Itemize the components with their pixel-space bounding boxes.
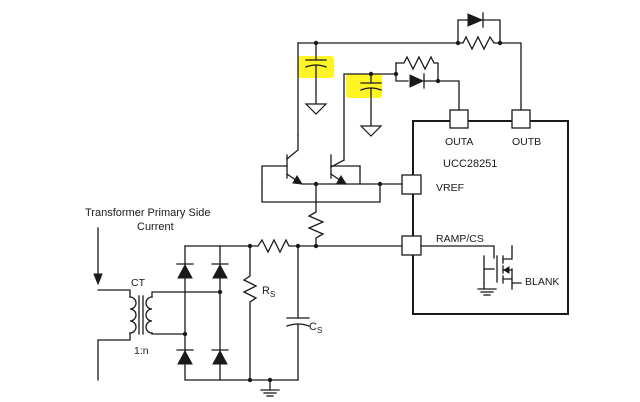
- diode-bridge-3: [177, 349, 193, 365]
- ct-label: CT: [131, 277, 146, 289]
- capacitor-left-to-ground: [304, 42, 328, 115]
- ic-ucc28251: UCC28251 OUTA OUTB VREF RAMP/CS BLANK: [412, 120, 569, 315]
- blank-label: BLANK: [525, 276, 559, 288]
- pin-box-outa: [449, 109, 469, 129]
- ground-left-top: [304, 103, 328, 115]
- diode-bridge-4: [212, 349, 228, 365]
- diode-bridge-2: [212, 263, 228, 279]
- ground-bottom: [260, 379, 280, 397]
- pin-label-outa: OUTA: [445, 136, 473, 148]
- capacitor-highlight-right: [346, 74, 382, 98]
- transformer-label-line1: Transformer Primary Side: [85, 207, 211, 219]
- bridge-rectifier: [176, 245, 299, 383]
- ic-name-label: UCC28251: [443, 158, 497, 170]
- diode-outa: [409, 74, 425, 88]
- pin-box-vref: [401, 174, 422, 195]
- pin-box-outb: [511, 109, 531, 129]
- capacitor-right-to-ground: [359, 73, 383, 137]
- pin-box-ramp-cs: [401, 235, 422, 256]
- rs-resistor: RS: [219, 238, 301, 381]
- outa-diode-resistor-network: [343, 55, 460, 161]
- diode-top: [467, 13, 484, 27]
- resistor-top: [457, 35, 501, 51]
- current-arrow: [93, 273, 103, 286]
- ic-body: [412, 120, 569, 315]
- transistor-pair: [261, 42, 403, 203]
- ground-right-top: [359, 125, 383, 137]
- rs-label: RS: [262, 285, 275, 299]
- cs-capacitor: CS: [286, 245, 322, 381]
- pin-label-vref: VREF: [436, 182, 464, 194]
- diode-bridge-1: [177, 263, 193, 279]
- transformer-label-line2: Current: [137, 221, 174, 233]
- turns-ratio-label: 1:n: [134, 345, 149, 357]
- outb-diode-resistor-network: [297, 12, 522, 111]
- resistor-vref-ramp: [297, 201, 403, 249]
- current-transformer: CT 1:n Transformer Primary Side Current: [85, 207, 221, 381]
- cs-label: CS: [309, 321, 322, 335]
- blank-mosfet: [420, 245, 522, 296]
- pin-label-outb: OUTB: [512, 136, 541, 148]
- pin-label-ramp-cs: RAMP/CS: [436, 233, 484, 245]
